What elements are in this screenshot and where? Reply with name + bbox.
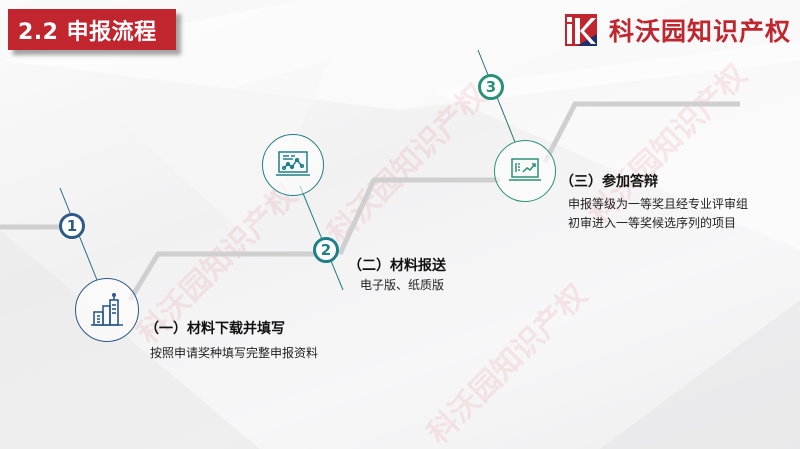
step-3-title: （三）参加答辩 — [560, 174, 658, 190]
laptop-trend-icon — [509, 158, 541, 181]
step-3-icon-circle — [494, 140, 556, 202]
brand-name: 科沃园知识产权 — [609, 17, 792, 46]
laptop-chart-icon — [276, 151, 310, 176]
section-title: 2.2 申报流程 — [8, 9, 176, 50]
step-1-icon-circle — [75, 278, 139, 342]
step-2-description: 电子版、纸质版 — [360, 278, 445, 292]
step-1-number-badge: 1 — [59, 213, 85, 239]
step-2-title: （二）材料报送 — [348, 258, 446, 274]
step-3-number-badge: 3 — [478, 74, 504, 100]
step-2-icon-circle — [262, 134, 324, 196]
step-1-title: （一）材料下载并填写 — [145, 321, 285, 337]
step-1-description: 按照申请奖种填写完整申报资料 — [150, 346, 319, 360]
step-3-description-line-1: 申报等级为一等奖且经专业评审组 — [568, 197, 749, 211]
step-2-number-badge: 2 — [313, 237, 339, 263]
building-icon — [91, 292, 123, 326]
step-3-description-line-2: 初审进入一等奖候选序列的项目 — [568, 216, 737, 230]
brand-logo-group: 科沃园知识产权 — [565, 12, 791, 48]
brand-logo-icon — [565, 14, 597, 46]
